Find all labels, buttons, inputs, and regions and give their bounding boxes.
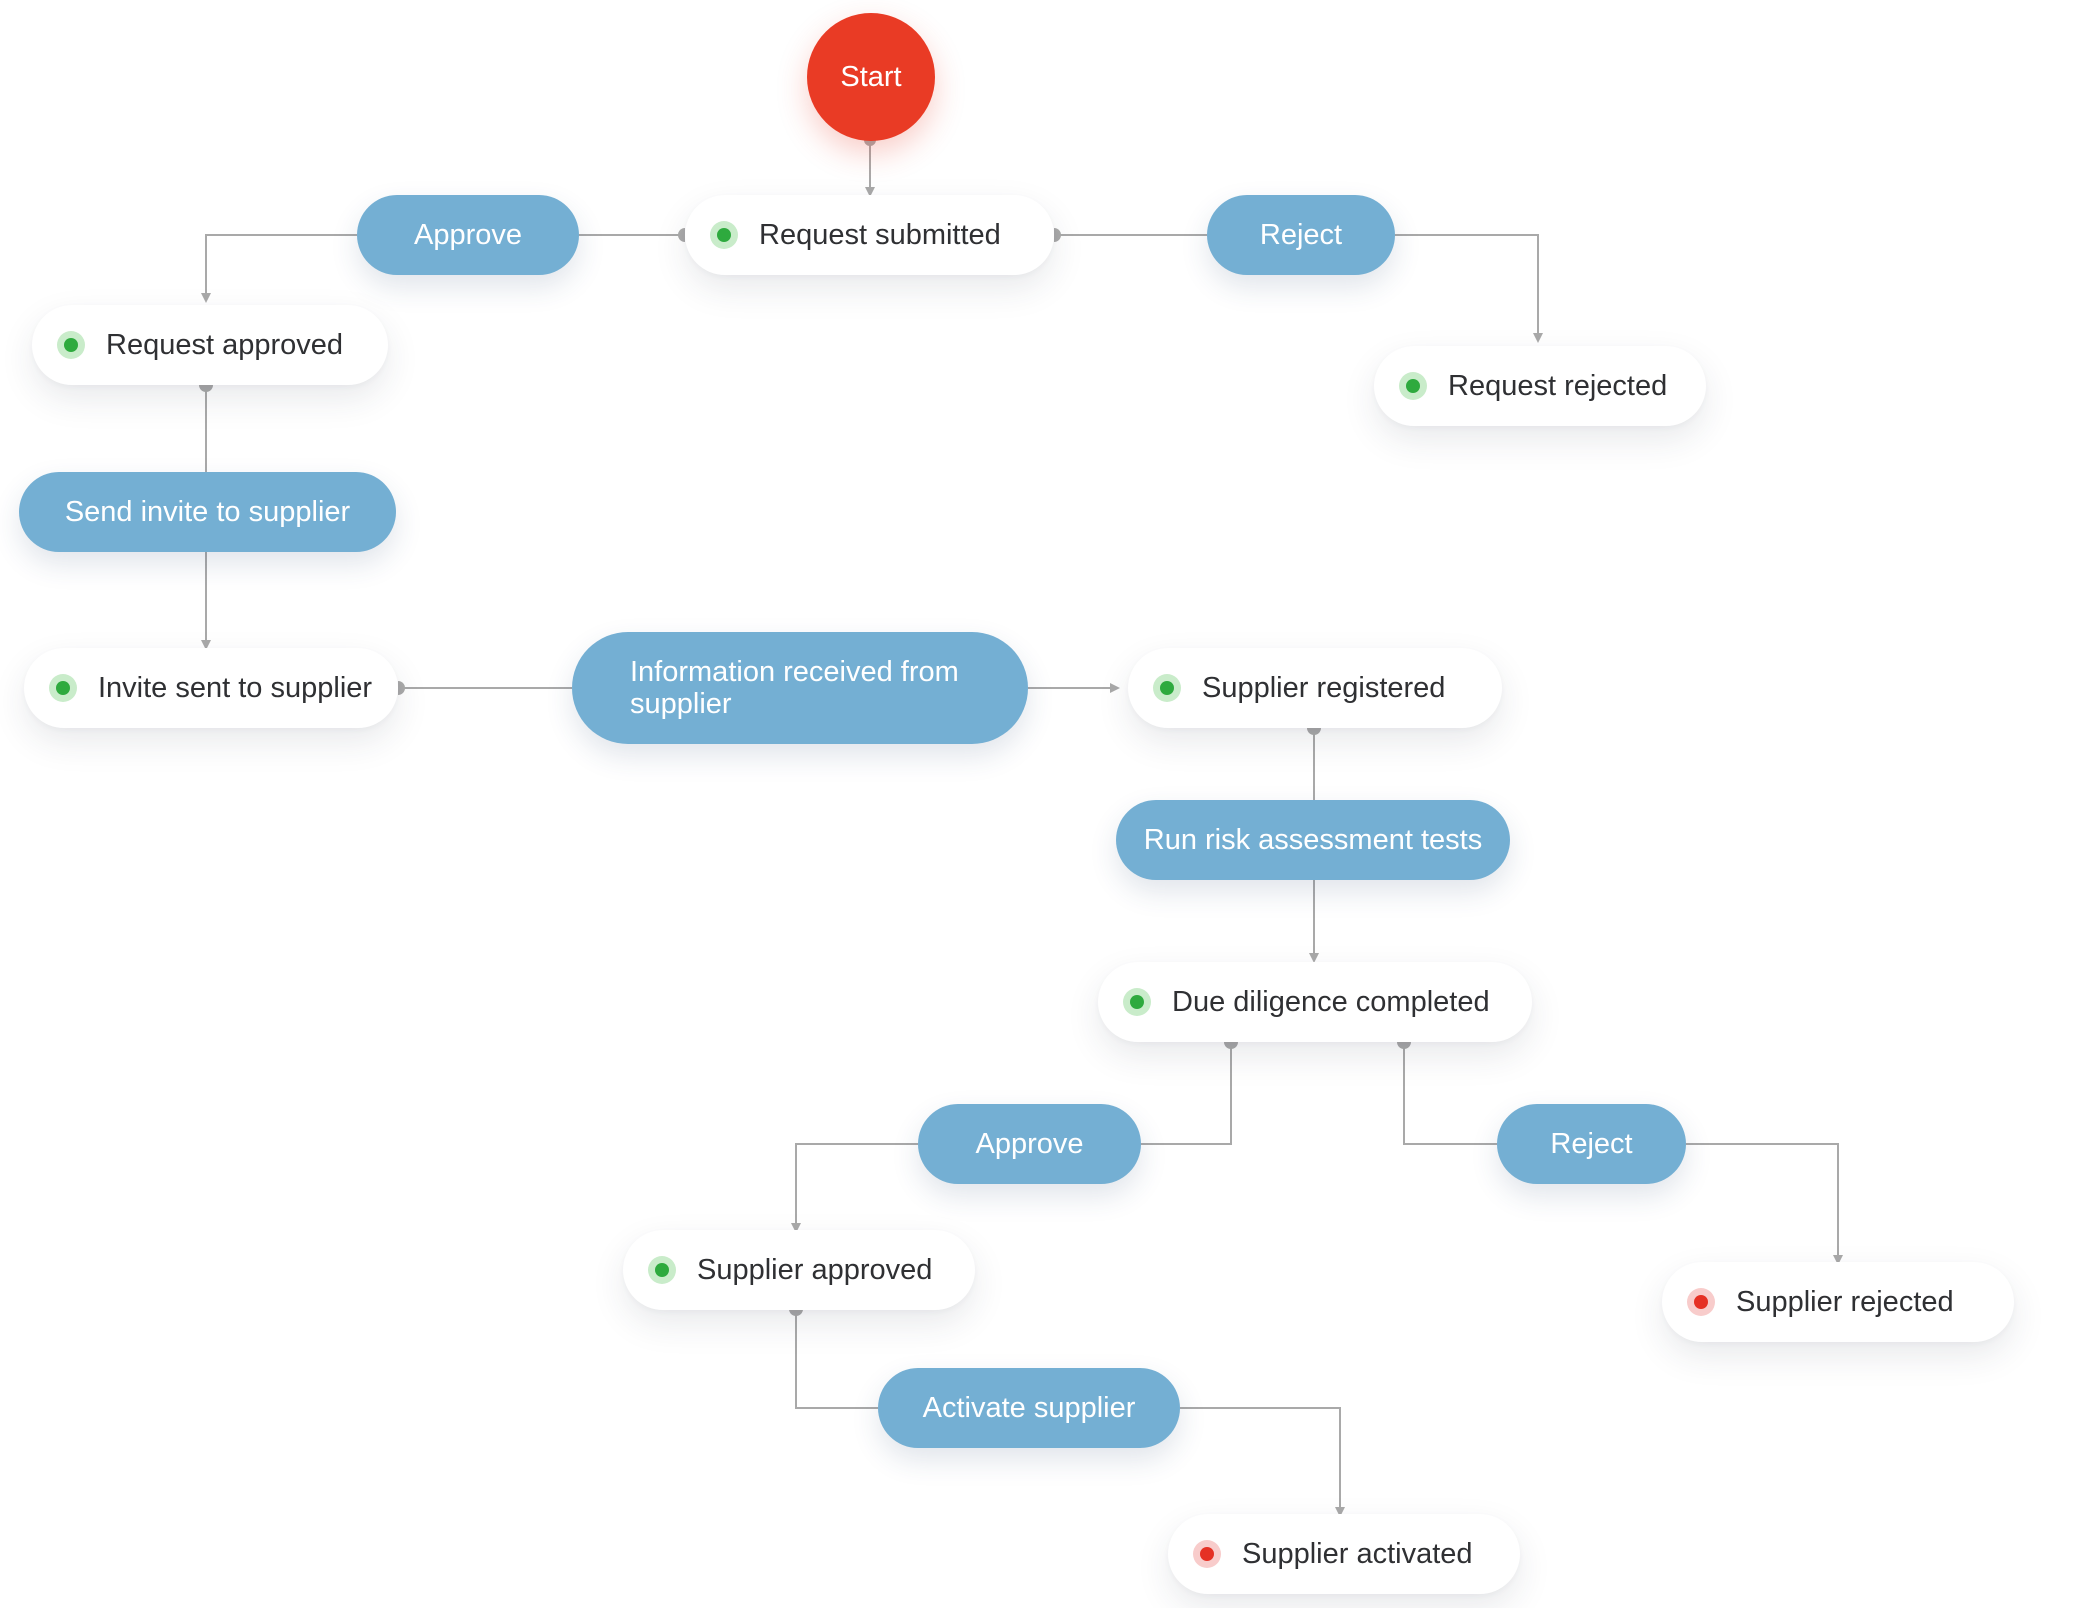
state-supplier-activated-label: Supplier activated <box>1242 1537 1473 1570</box>
activate-supplier-action[interactable]: Activate supplier <box>878 1368 1180 1448</box>
port-request-submitted-left <box>678 228 685 242</box>
connector-due-diligence-to-reject <box>1403 1044 1497 1145</box>
state-request-rejected-label: Request rejected <box>1448 369 1668 402</box>
send-invite-label: Send invite to supplier <box>64 495 351 528</box>
state-supplier-approved[interactable]: Supplier approved <box>623 1230 975 1310</box>
state-request-submitted-label: Request submitted <box>759 218 1001 251</box>
state-supplier-registered[interactable]: Supplier registered <box>1128 648 1502 728</box>
start-node[interactable]: Start <box>807 13 935 141</box>
port-supplier-registered-bottom <box>1307 728 1321 735</box>
connector-reject-to-request-rejected <box>1395 234 1543 343</box>
port-due-diligence-right-bottom <box>1397 1042 1411 1049</box>
status-dot-icon <box>1130 995 1144 1009</box>
approve-request-label: Approve <box>413 218 522 251</box>
info-received-action[interactable]: Information received from supplier <box>572 632 1028 744</box>
state-supplier-rejected-label: Supplier rejected <box>1736 1285 1954 1318</box>
info-received-label: Information received from supplier <box>630 656 959 720</box>
approve-supplier-action[interactable]: Approve <box>918 1104 1141 1184</box>
state-invite-sent-label: Invite sent to supplier <box>98 671 373 704</box>
state-supplier-registered-label: Supplier registered <box>1202 671 1446 704</box>
state-request-submitted[interactable]: Request submitted <box>685 195 1054 275</box>
reject-supplier-action[interactable]: Reject <box>1497 1104 1686 1184</box>
status-dot-icon <box>1694 1295 1708 1309</box>
reject-request-label: Reject <box>1259 218 1343 251</box>
state-request-approved[interactable]: Request approved <box>32 305 388 385</box>
approve-supplier-label: Approve <box>975 1127 1084 1160</box>
connector-activate-to-supplier-activated <box>1180 1407 1345 1517</box>
port-due-diligence-left-bottom <box>1224 1042 1238 1049</box>
status-dot-icon <box>717 228 731 242</box>
state-supplier-approved-label: Supplier approved <box>697 1253 933 1286</box>
port-request-submitted-right <box>1054 228 1061 242</box>
start-label: Start <box>840 60 902 93</box>
send-invite-action[interactable]: Send invite to supplier <box>19 472 396 552</box>
state-supplier-rejected[interactable]: Supplier rejected <box>1662 1262 2014 1342</box>
state-due-diligence-label: Due diligence completed <box>1172 985 1490 1018</box>
status-dot-icon <box>64 338 78 352</box>
state-request-rejected[interactable]: Request rejected <box>1374 346 1706 426</box>
state-due-diligence-completed[interactable]: Due diligence completed <box>1098 962 1532 1042</box>
reject-supplier-label: Reject <box>1550 1127 1633 1160</box>
port-invite-sent-right <box>398 681 405 695</box>
state-invite-sent[interactable]: Invite sent to supplier <box>24 648 398 728</box>
port-supplier-approved-bottom <box>789 1309 803 1316</box>
connector-reject-to-supplier-rejected <box>1686 1143 1843 1265</box>
status-dot-icon <box>56 681 70 695</box>
state-request-approved-label: Request approved <box>106 328 343 361</box>
run-risk-assessment-label: Run risk assessment tests <box>1143 823 1483 856</box>
port-request-approved-bottom <box>199 385 213 392</box>
connector-due-diligence-to-approve <box>1141 1044 1232 1145</box>
state-supplier-activated[interactable]: Supplier activated <box>1168 1514 1520 1594</box>
activate-supplier-label: Activate supplier <box>922 1391 1136 1424</box>
approve-request-action[interactable]: Approve <box>357 195 579 275</box>
status-dot-icon <box>655 1263 669 1277</box>
run-risk-assessment-action[interactable]: Run risk assessment tests <box>1116 800 1510 880</box>
status-dot-icon <box>1200 1547 1214 1561</box>
connector-approve-to-supplier-approved <box>791 1143 918 1233</box>
status-dot-icon <box>1406 379 1420 393</box>
connector-supplier-approved-to-activate <box>795 1311 878 1409</box>
connector-approve-to-request-approved <box>201 234 357 303</box>
reject-request-action[interactable]: Reject <box>1207 195 1395 275</box>
status-dot-icon <box>1160 681 1174 695</box>
